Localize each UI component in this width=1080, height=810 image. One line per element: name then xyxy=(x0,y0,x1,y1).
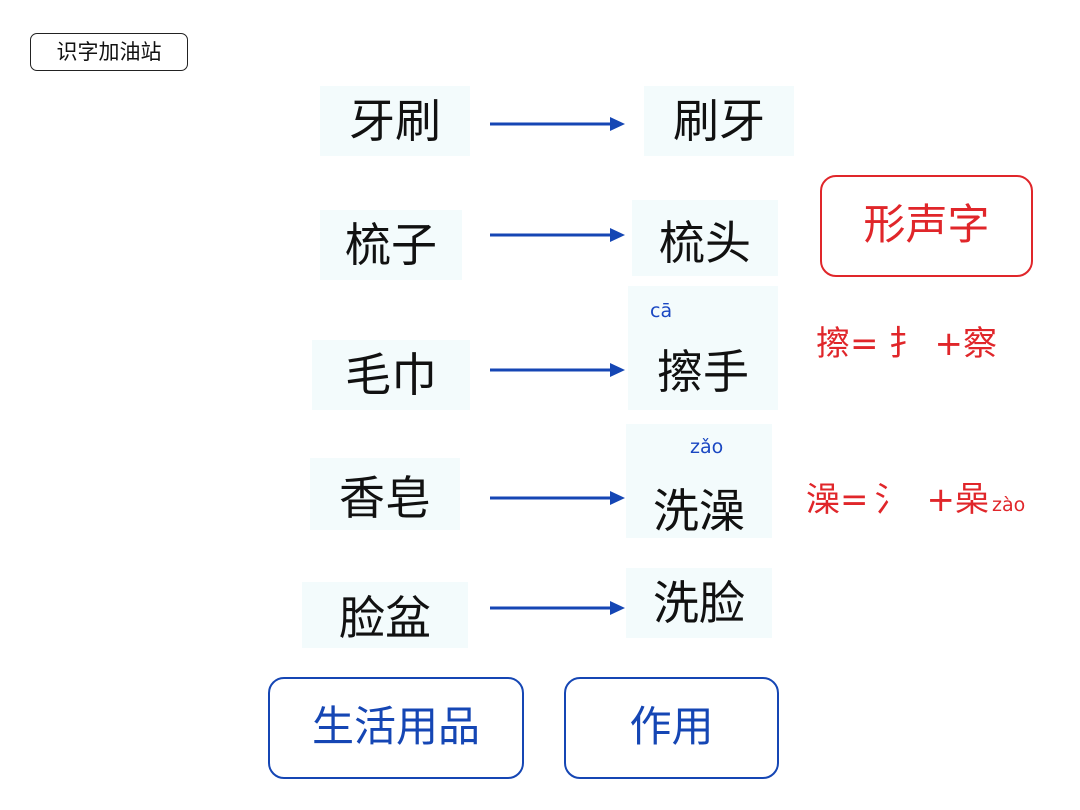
column-label-actions: 作用 xyxy=(564,677,779,779)
action-word: 洗澡 xyxy=(626,424,772,538)
item-word: 脸盆 xyxy=(302,582,468,648)
formula-radical: 氵 xyxy=(874,480,909,520)
formula-char: 澡 xyxy=(806,480,840,520)
arrow-right-icon xyxy=(490,601,625,615)
item-word: 牙刷 xyxy=(320,86,470,156)
formula-part-pinyin: zào xyxy=(992,494,1026,516)
pinyin-annotation: zǎo xyxy=(690,436,724,458)
arrow-right-icon xyxy=(490,117,625,131)
item-word: 香皂 xyxy=(310,458,460,530)
formula-radical: 扌 xyxy=(888,324,923,364)
item-word: 毛巾 xyxy=(312,340,470,410)
formula-part: 喿 xyxy=(955,480,989,520)
item-word: 梳子 xyxy=(320,210,462,280)
character-formula: 擦=扌 +察 xyxy=(816,322,997,366)
pinyin-annotation: cā xyxy=(650,300,673,322)
category-badge: 形声字 xyxy=(820,175,1033,277)
action-word: 擦手 xyxy=(628,286,778,410)
formula-char: 擦 xyxy=(816,324,850,364)
section-tag: 识字加油站 xyxy=(30,33,188,71)
formula-plus: + xyxy=(934,324,964,364)
arrow-right-icon xyxy=(490,363,625,377)
formula-plus: + xyxy=(926,480,956,520)
action-word: 刷牙 xyxy=(644,86,794,156)
formula-equals: = xyxy=(840,480,869,520)
action-word: 洗脸 xyxy=(626,568,772,638)
action-word: 梳头 xyxy=(632,200,778,276)
arrow-right-icon xyxy=(490,228,625,242)
arrow-right-icon xyxy=(490,491,625,505)
formula-equals: = xyxy=(850,324,879,364)
formula-part: 察 xyxy=(963,324,997,364)
column-label-items: 生活用品 xyxy=(268,677,524,779)
